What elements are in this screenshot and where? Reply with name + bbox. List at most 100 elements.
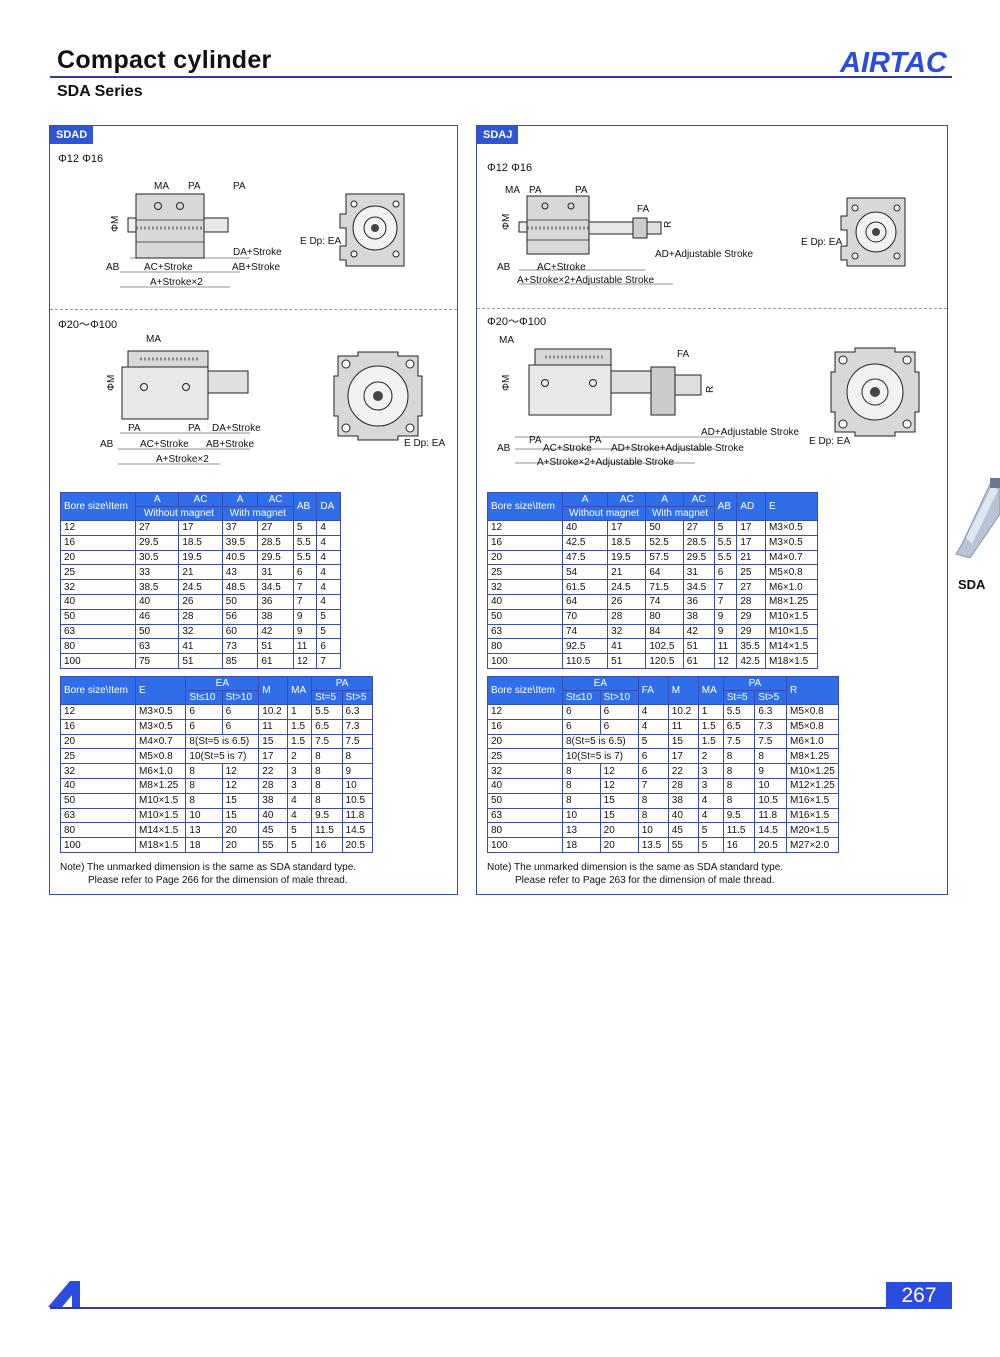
table-cell: 36 [257,593,294,610]
sdad-t1-h-da: DA [316,492,341,521]
table-cell: 63 [134,638,180,655]
table-cell: 9 [754,763,787,779]
table-cell: 92.5 [561,638,609,655]
table-cell: 4 [697,807,724,824]
table-cell: 6 [599,704,639,720]
sdaj-l-phim: ΦM [501,375,512,391]
table-cell: 7 [713,593,738,610]
table-cell: 13 [562,822,601,839]
table-cell: M4×0.7 [134,733,187,750]
table-cell: M18×1.5 [765,653,818,669]
table-cell: 8 [311,792,343,809]
sdaj-t2-h-steq5: St=5 [722,690,756,705]
table-cell: 1.5 [697,733,724,750]
table-cell: 10 [637,822,669,839]
table-cell: 15 [221,792,260,809]
table-cell: 38.5 [134,579,180,595]
table-cell: 5.5 [292,534,318,551]
sdaj-t2-bore-header: Bore size\Item [487,676,563,705]
table-cell: 5.5 [292,549,318,566]
table-cell: 21 [178,564,223,581]
table-cell: M8×1.25 [134,777,187,794]
table-cell: 16 [311,837,343,853]
table-cell: 3 [697,777,724,794]
sdaj-t2-h-ea: EA [562,676,639,691]
sdaj-l-ab: AB [497,443,511,454]
table-cell: 25 [487,748,563,765]
table-cell: 31 [257,564,294,581]
table-cell: 17 [178,520,223,536]
table-cell: M3×0.5 [134,704,187,720]
table-cell: 28 [736,593,766,610]
table-cell: 2 [697,748,724,765]
sdad-s-ac: AC+Stroke [144,262,193,273]
page-number: 267 [886,1282,952,1309]
table-cell: 10.5 [341,792,374,809]
page-title: Compact cylinder [57,46,272,74]
table-cell: 6.3 [341,704,374,720]
sdaj-s-ab: AB [497,262,511,273]
table-cell: 51 [682,638,715,655]
sdad-note-2: Please refer to Page 266 for the dimensi… [88,875,348,886]
sda-cylinder-photo [955,478,1000,558]
table-cell: 32 [60,763,136,779]
table-cell: 24.5 [178,579,223,595]
table-cell: M10×1.5 [765,623,818,640]
table-cell: 9 [292,623,318,640]
table-cell: 25 [487,564,563,581]
table-cell: 5 [316,608,341,625]
sdad-t1-h-with: With magnet [221,506,294,521]
side-label: SDA [958,577,986,592]
table-cell: 8 [562,763,601,779]
table-cell: 40.5 [221,549,259,566]
header-rule [50,76,952,78]
sdad-t2-h-stgt10: St>10 [221,690,260,705]
brand-text: AIRTAC [839,47,948,76]
table-cell: 7 [316,653,341,669]
table-cell: 61 [682,653,715,669]
table-cell: 20 [60,733,136,750]
table-cell: M16×1.5 [786,792,839,809]
table-cell: 5.5 [713,534,738,551]
table-cell: 51 [178,653,223,669]
table-cell: 12 [487,704,563,720]
table-cell: 6 [562,704,601,720]
table-cell: 6 [185,704,223,720]
table-cell: 15 [599,792,639,809]
table-cell: M12×1.25 [786,777,839,794]
table-cell: 100 [60,653,136,669]
sdaj-t2-h-stgt5: St>5 [754,690,787,705]
table-cell: 1.5 [287,718,313,735]
sdad-table-2: Bore size\Item E EA M MA PA St≤10 St>10 … [60,676,374,853]
sdad-s-edp: E Dp: EA [300,236,341,247]
sdad-s-a2: A+Stroke×2 [150,277,203,288]
sdad-t1-h-ac2: AC [257,492,294,507]
table-cell: M10×1.5 [765,608,818,625]
sdaj-l-r: R [705,386,716,393]
table-cell: 84 [645,623,684,640]
table-cell: 16 [487,534,563,551]
table-cell: 27 [257,520,294,536]
table-cell: 51 [607,653,647,669]
sdaj-t1-bore-header: Bore size\Item [487,492,563,521]
table-cell: 4 [287,792,313,809]
table-cell: 4 [316,593,341,610]
table-cell: 15 [221,807,260,824]
table-cell: 8 [341,748,374,765]
table-cell: 48.5 [221,579,259,595]
table-cell: 50 [60,608,136,625]
table-cell: 56 [221,608,259,625]
table-cell: M18×1.5 [134,837,187,853]
table-cell: 12 [487,520,563,536]
table-cell: 6 [637,763,669,779]
